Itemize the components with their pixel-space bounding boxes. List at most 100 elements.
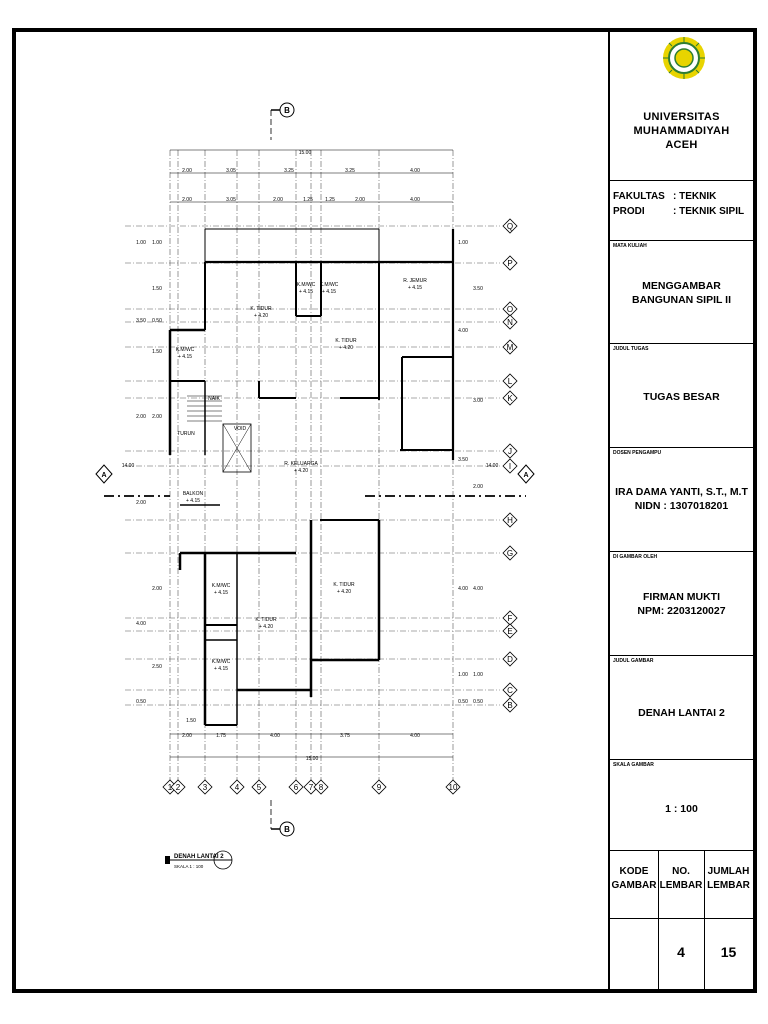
room-name: K.M/WC xyxy=(212,583,231,589)
judul-tugas-value: TUGAS BESAR xyxy=(643,391,720,403)
sheet-number: 4 xyxy=(677,944,685,960)
sheet-total: 15 xyxy=(720,944,737,960)
grid-col-label: 9 xyxy=(377,783,382,792)
room-level: + 4.20 xyxy=(259,624,273,630)
sheet-number-cell: KODE GAMBAR NO. LEMBAR JUMLAH LEMBAR 4 1… xyxy=(610,851,753,989)
judul-gambar-cell: JUDUL GAMBAR DENAH LANTAI 2 xyxy=(610,656,753,760)
grid-row-label: C xyxy=(507,686,513,695)
student-name: FIRMAN MUKTI xyxy=(643,591,720,603)
fakultas-label: FAKULTAS xyxy=(613,191,665,202)
prodi-label: PRODI xyxy=(613,206,645,217)
grid-row-label: J xyxy=(508,447,512,456)
grid-col-label: 6 xyxy=(294,783,299,792)
dim-left: 2.00 xyxy=(152,414,162,420)
grid-col-label: 4 xyxy=(235,783,240,792)
grid-row-label: H xyxy=(507,516,513,525)
dim-right: 3.50 xyxy=(458,457,468,463)
digambar-cell: DI GAMBAR OLEH FIRMAN MUKTI NPM: 2203120… xyxy=(610,552,753,656)
section-a-right-bubble xyxy=(517,464,535,484)
grid-col-bubble xyxy=(197,779,213,795)
dim-right: 3.50 xyxy=(473,286,483,292)
dim-right: 3.00 xyxy=(473,398,483,404)
no-label-2: LEMBAR xyxy=(659,880,703,891)
grid-row-bubble xyxy=(502,682,518,698)
mata-kuliah-cell: MATA KULIAH MENGGAMBAR BANGUNAN SIPIL II xyxy=(610,241,753,344)
room-name: R. KELUARGA xyxy=(284,461,318,467)
void-area xyxy=(222,423,252,473)
dim-bottom: 2.00 xyxy=(182,733,192,739)
dim-top-1: 3.25 xyxy=(284,168,294,174)
dim-right: 4.00 xyxy=(458,328,468,334)
room-level: + 4.15 xyxy=(322,289,336,295)
grid-row-bubble xyxy=(502,301,518,317)
kode-label-2: GAMBAR xyxy=(611,880,657,891)
grid-row-bubble xyxy=(502,458,518,474)
grid-col-bubble xyxy=(229,779,245,795)
grid-row-label: K xyxy=(507,394,513,403)
mata-kuliah-header: MATA KULIAH xyxy=(613,243,647,249)
room-level: + 4.15 xyxy=(299,289,313,295)
dim-bottom: 3.75 xyxy=(340,733,350,739)
grid-row-label: I xyxy=(509,462,511,471)
grid-row-bubble xyxy=(502,390,518,406)
drawing-sheet-border xyxy=(12,28,757,993)
dosen-name: IRA DAMA YANTI, S.T., M.T xyxy=(615,486,748,498)
grid-col-label: 2 xyxy=(176,783,181,792)
dim-right: 2.00 xyxy=(473,484,483,490)
dim-right: 14.00 xyxy=(486,463,499,469)
room-level: + 4.15 xyxy=(186,498,200,504)
dim-top-2: 1.25 xyxy=(303,197,313,203)
grid-row-label: O xyxy=(507,305,513,314)
dim-left: 1.50 xyxy=(152,286,162,292)
grid-row-bubble xyxy=(502,512,518,528)
dim-top-2: 4.00 xyxy=(410,197,420,203)
grid-col-label: 8 xyxy=(319,783,324,792)
grid-row-label: N xyxy=(507,318,513,327)
university-line-2: MUHAMMADIYAH xyxy=(633,125,730,137)
dosen-nidn: NIDN : 1307018201 xyxy=(634,500,729,512)
grid-col-label: 10 xyxy=(449,783,458,792)
dim-top-total: 15.00 xyxy=(299,150,312,156)
grid-col-label: 3 xyxy=(203,783,208,792)
dim-left: 1.50 xyxy=(152,349,162,355)
dim-right: 4.00 xyxy=(473,586,483,592)
mata-kuliah-line-1: MENGGAMBAR xyxy=(642,280,721,292)
dim-left: 3.50 xyxy=(136,318,146,324)
dim-right: 1.00 xyxy=(458,672,468,678)
room-level: + 4.20 xyxy=(339,345,353,351)
dim-top-2: 1.25 xyxy=(325,197,335,203)
grid-row-label: P xyxy=(507,259,512,268)
room-level: + 4.20 xyxy=(337,589,351,595)
dim-left: 1.00 xyxy=(136,240,146,246)
room-name: K. TIDUR xyxy=(333,582,355,588)
dim-left: 4.00 xyxy=(136,621,146,627)
grid-row-label: D xyxy=(507,655,513,664)
grid-row-bubble xyxy=(502,651,518,667)
room-name: BALKON xyxy=(183,491,204,497)
prodi-value: : TEKNIK SIPIL xyxy=(673,206,745,217)
grid-row-bubble xyxy=(502,697,518,713)
dim-left: 2.50 xyxy=(152,664,162,670)
dosen-header: DOSEN PENGAMPU xyxy=(613,450,662,456)
dim-left: 2.00 xyxy=(136,414,146,420)
dim-top-2: 2.00 xyxy=(182,197,192,203)
faculty-cell: FAKULTAS : TEKNIK PRODI : TEKNIK SIPIL xyxy=(610,181,753,241)
dim-right: 1.00 xyxy=(473,672,483,678)
grid-row-bubble xyxy=(502,623,518,639)
dim-top-1: 3.25 xyxy=(345,168,355,174)
dim-left: 0.50 xyxy=(152,318,162,324)
grid-row-bubble xyxy=(502,255,518,271)
dim-bottom: 1.75 xyxy=(216,733,226,739)
grid-row-label: G xyxy=(507,549,513,558)
grid-row-bubble xyxy=(502,218,518,234)
dosen-cell: DOSEN PENGAMPU IRA DAMA YANTI, S.T., M.T… xyxy=(610,448,753,552)
dim-top-2: 2.00 xyxy=(273,197,283,203)
room-name: K.M/WC xyxy=(320,282,339,288)
dim-left: 14.00 xyxy=(122,463,135,469)
room-name: NAIK xyxy=(208,396,220,402)
dim-top-1: 3.05 xyxy=(226,168,236,174)
skala-value: 1 : 100 xyxy=(665,803,698,815)
room-name: VOID xyxy=(234,426,247,432)
university-cell: UNIVERSITAS MUHAMMADIYAH ACEH xyxy=(610,28,753,181)
room-name: K.M/WC xyxy=(297,282,316,288)
